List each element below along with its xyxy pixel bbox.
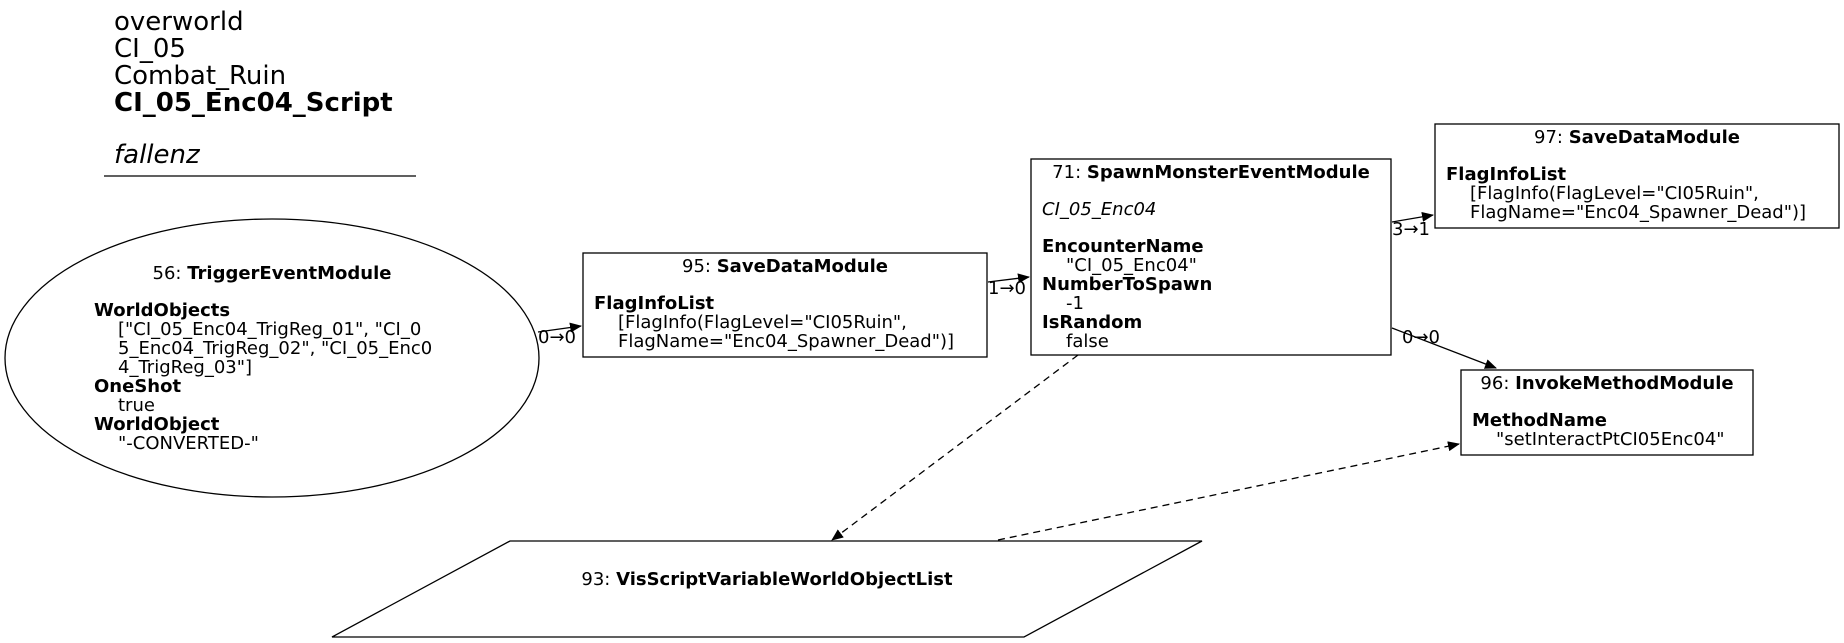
node-71-prop-numbertospawn-value: -1 [1066,293,1084,314]
edge-label-56-95: 0→0 [538,327,576,348]
node-97-shape [1434,123,1840,229]
node-95-prop-flaginfolist-value-1: [FlagInfo(FlagLevel="CI05Ruin", [618,312,907,333]
node-56-prop-oneshot: OneShot [94,376,181,397]
node-71-spawn-monster-event-module[interactable]: 71: SpawnMonsterEventModule CI_05_Enc04 … [1030,158,1392,356]
header-script-name: CI_05_Enc04_Script [114,88,393,118]
node-71-prop-encountername: EncounterName [1042,236,1204,257]
header-line-area: CI_05 [114,34,186,64]
node-96-prop-methodname: MethodName [1472,410,1607,431]
edge-71-97 [1391,211,1434,223]
header-author: fallenz [114,140,201,170]
node-97-type: SaveDataModule [1569,127,1740,148]
node-96-type: InvokeMethodModule [1515,373,1733,394]
node-56-id: 56: [153,263,188,284]
node-71-prop-numbertospawn: NumberToSpawn [1042,274,1212,295]
node-95-type: SaveDataModule [717,256,888,277]
node-95-id: 95: [682,256,717,277]
node-71-prop-encountername-value: "CI_05_Enc04" [1066,255,1197,276]
node-97-title: 97: SaveDataModule [1534,127,1740,148]
node-56-prop-worldobjects-value-3: 4_TrigReg_03"] [118,357,252,378]
node-96-invoke-method-module[interactable]: 96: InvokeMethodModule MethodName "setIn… [1460,369,1754,456]
graph-edges: 0→0 1→0 3→1 0→0 [537,211,1497,541]
node-95-prop-flaginfolist-value-2: FlagName="Enc04_Spawner_Dead")] [618,331,954,352]
edge-71-96 [1391,327,1497,369]
edge-95-71 [987,273,1030,284]
node-96-title: 96: InvokeMethodModule [1480,373,1733,394]
node-71-title: 71: SpawnMonsterEventModule [1052,162,1370,183]
edge-93-96-dashed [997,441,1460,541]
edge-label-71-97: 3→1 [1392,219,1430,240]
node-93-variable-world-object-list[interactable]: 93: VisScriptVariableWorldObjectList [331,540,1203,638]
node-95-prop-flaginfolist: FlagInfoList [594,293,715,314]
node-97-prop-flaginfolist-value-1: [FlagInfo(FlagLevel="CI05Ruin", [1470,183,1759,204]
node-56-type: TriggerEventModule [187,263,391,284]
node-96-shape [1460,369,1754,456]
node-95-shape [582,252,988,358]
node-56-prop-worldobjects-value-2: 5_Enc04_TrigReg_02", "CI_05_Enc0 [118,338,432,359]
node-56-trigger-event-module[interactable]: 56: TriggerEventModule WorldObjects ["CI… [4,218,540,498]
node-56-prop-worldobject-value: "-CONVERTED-" [118,433,259,454]
node-71-shape [1030,158,1392,356]
node-97-id: 97: [1534,127,1569,148]
edge-label-95-71: 1→0 [988,278,1026,299]
edge-56-95 [537,322,582,333]
node-97-save-data-module[interactable]: 97: SaveDataModule FlagInfoList [FlagInf… [1434,123,1840,229]
graph-header: overworld CI_05 Combat_Ruin CI_05_Enc04_… [104,7,416,177]
node-71-type: SpawnMonsterEventModule [1087,162,1370,183]
node-56-prop-oneshot-value: true [118,395,155,416]
node-71-id: 71: [1052,162,1087,183]
node-96-prop-methodname-value: "setInteractPtCI05Enc04" [1496,429,1725,450]
node-71-subtitle: CI_05_Enc04 [1042,199,1156,220]
node-93-type: VisScriptVariableWorldObjectList [616,569,953,590]
node-95-save-data-module[interactable]: 95: SaveDataModule FlagInfoList [FlagInf… [582,252,988,358]
node-56-title: 56: TriggerEventModule [153,263,392,284]
node-96-id: 96: [1480,373,1515,394]
edge-label-71-96: 0→0 [1402,327,1440,348]
edge-71-93-dashed [831,354,1079,541]
node-97-prop-flaginfolist: FlagInfoList [1446,164,1567,185]
node-71-prop-israndom-value: false [1066,331,1109,352]
node-95-title: 95: SaveDataModule [682,256,888,277]
node-71-prop-israndom: IsRandom [1042,312,1142,333]
node-93-title: 93: VisScriptVariableWorldObjectList [581,569,953,590]
header-line-overworld: overworld [114,7,244,37]
node-93-shape [331,540,1203,638]
node-93-id: 93: [581,569,616,590]
node-56-prop-worldobjects-value-1: ["CI_05_Enc04_TrigReg_01", "CI_0 [118,319,421,340]
header-line-zone: Combat_Ruin [114,61,286,91]
node-97-prop-flaginfolist-value-2: FlagName="Enc04_Spawner_Dead")] [1470,202,1806,223]
node-56-shape [4,218,540,498]
node-56-prop-worldobjects: WorldObjects [94,300,230,321]
node-56-prop-worldobject: WorldObject [94,414,220,435]
